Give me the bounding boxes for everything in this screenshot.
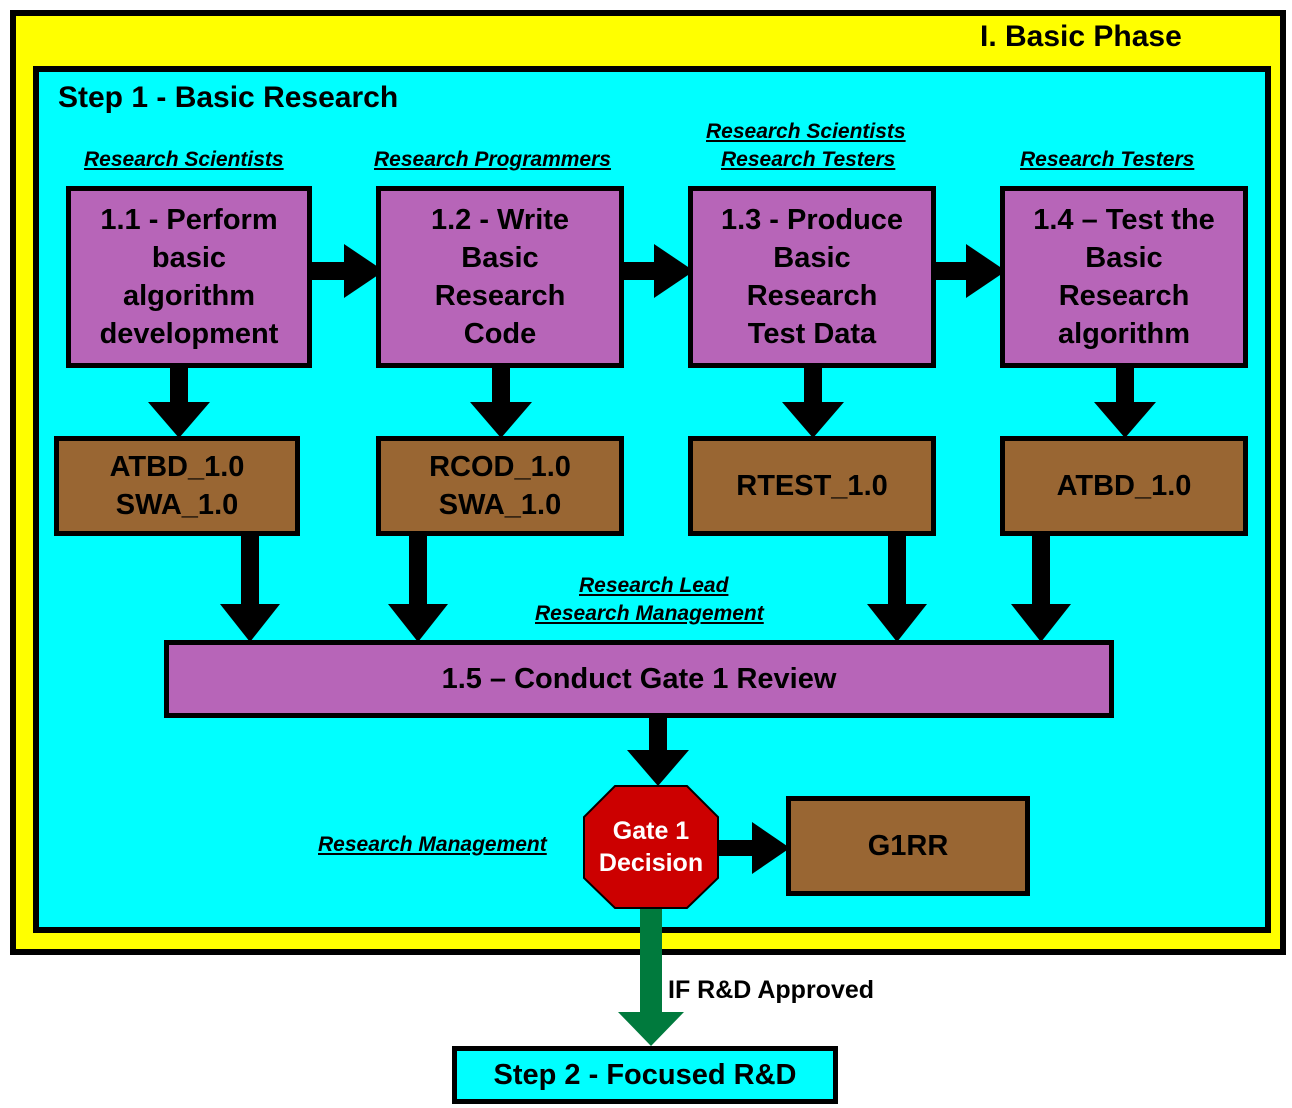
arrowhead-review-to-gate (627, 750, 689, 786)
process-1-2-line-2: Basic (461, 242, 539, 274)
arrow-output-3-to-review (888, 536, 906, 606)
arrow-1-2-to-1-3 (620, 262, 660, 280)
arrowhead-output-3-to-review (867, 604, 927, 642)
next-step-box: Step 2 - Focused R&D (452, 1046, 838, 1104)
role-label-1-2: Research Programmers (374, 148, 611, 171)
arrow-1-1-to-output (170, 366, 188, 406)
process-1-2-line-4: Code (463, 318, 537, 350)
process-1-4-line-2: Basic (1085, 242, 1163, 274)
output-1-1: ATBD_1.0 SWA_1.0 (54, 436, 300, 536)
arrow-1-2-to-output (492, 366, 510, 406)
role-label-1-3-b: Research Testers (721, 148, 896, 171)
arrow-1-1-to-1-2 (310, 262, 350, 280)
approved-arrowhead (618, 1012, 684, 1046)
gate-1-octagon (583, 785, 719, 909)
arrowhead-1-2-to-1-3 (654, 244, 694, 298)
phase-title: I. Basic Phase (980, 20, 1182, 53)
process-1-4: 1.4 – Test the Basic Research algorithm (1000, 186, 1248, 368)
arrow-review-to-gate (649, 715, 667, 753)
process-1-2-line-3: Research (434, 280, 566, 312)
arrowhead-output-1-to-review (220, 604, 280, 642)
role-label-1-5-b: Research Management (535, 602, 764, 625)
output-1-1-line-1: ATBD_1.0 (109, 451, 245, 483)
arrowhead-1-2-to-output (470, 402, 532, 438)
role-label-1-4: Research Testers (1020, 148, 1195, 171)
next-step-label: Step 2 - Focused R&D (493, 1058, 797, 1091)
output-1-3: RTEST_1.0 (688, 436, 936, 536)
process-1-1: 1.1 - Perform basic algorithm developmen… (66, 186, 312, 368)
process-1-4-line-1: 1.4 – Test the (1033, 204, 1215, 236)
gate-1-decision-line-2: Decision (598, 849, 704, 877)
arrow-1-3-to-1-4 (932, 262, 972, 280)
arrow-1-3-to-output (804, 366, 822, 406)
arrowhead-1-3-to-output (782, 402, 844, 438)
gate-1-decision-line-1: Gate 1 (612, 817, 690, 845)
output-1-1-line-2: SWA_1.0 (115, 489, 239, 521)
output-g1rr-label: G1RR (867, 830, 949, 862)
output-1-2-line-1: RCOD_1.0 (429, 451, 571, 483)
approved-arrow-shaft (640, 908, 662, 1018)
output-1-4: ATBD_1.0 (1000, 436, 1248, 536)
role-label-1-5-a: Research Lead (579, 574, 729, 597)
role-label-1-3-a: Research Scientists (706, 120, 906, 143)
process-1-3-line-3: Research (746, 280, 878, 312)
process-1-5-gate-review: 1.5 – Conduct Gate 1 Review (164, 640, 1114, 718)
process-1-2: 1.2 - Write Basic Research Code (376, 186, 624, 368)
process-1-3-line-1: 1.3 - Produce (720, 204, 904, 236)
arrowhead-gate-to-g1rr (752, 822, 790, 874)
process-1-1-line-2: basic (151, 242, 227, 274)
approval-condition-label: IF R&D Approved (668, 976, 875, 1004)
arrow-gate-to-g1rr (716, 840, 760, 856)
arrowhead-1-3-to-1-4 (966, 244, 1006, 298)
gate-1-decision: Gate 1 Decision (584, 786, 718, 908)
process-1-1-line-1: 1.1 - Perform (100, 204, 278, 236)
arrowhead-output-2-to-review (388, 604, 448, 642)
arrow-output-4-to-review (1032, 536, 1050, 606)
process-1-1-line-3: algorithm (122, 280, 256, 312)
step-title: Step 1 - Basic Research (58, 81, 399, 114)
process-1-1-line-4: development (99, 318, 279, 350)
arrowhead-output-4-to-review (1011, 604, 1071, 642)
arrow-1-4-to-output (1116, 366, 1134, 406)
process-1-3-line-2: Basic (773, 242, 851, 274)
process-1-5-label: 1.5 – Conduct Gate 1 Review (441, 663, 837, 695)
arrowhead-1-1-to-1-2 (344, 244, 384, 298)
output-1-3-line-1: RTEST_1.0 (736, 470, 888, 502)
process-1-3-line-4: Test Data (747, 318, 877, 350)
process-1-3: 1.3 - Produce Basic Research Test Data (688, 186, 936, 368)
role-label-1-1: Research Scientists (84, 148, 284, 171)
output-g1rr: G1RR (786, 796, 1030, 896)
arrowhead-1-4-to-output (1094, 402, 1156, 438)
output-1-2: RCOD_1.0 SWA_1.0 (376, 436, 624, 536)
arrow-output-2-to-review (409, 536, 427, 606)
role-label-gate: Research Management (318, 833, 547, 856)
arrowhead-1-1-to-output (148, 402, 210, 438)
process-1-4-line-3: Research (1058, 280, 1190, 312)
process-1-2-line-1: 1.2 - Write (430, 204, 570, 236)
output-1-2-line-2: SWA_1.0 (438, 489, 562, 521)
output-1-4-line-1: ATBD_1.0 (1056, 470, 1192, 502)
process-1-4-line-4: algorithm (1057, 318, 1191, 350)
arrow-output-1-to-review (241, 536, 259, 606)
